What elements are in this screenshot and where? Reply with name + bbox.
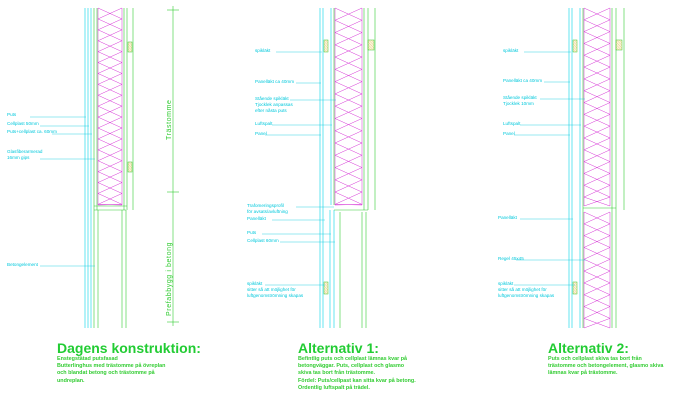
s1-label-glasfiber: Glasfiberarmerad [7, 149, 43, 154]
s2-label-panellakt: Panelläkt ca 40mm [255, 79, 295, 84]
s3-label-panellakt: Panelläkt ca 40mm [503, 78, 543, 83]
s3-label-tjocklek: Tjocklek 10mm [503, 101, 534, 106]
s2-label-cellplast: Cellplast 60mm [247, 238, 279, 243]
s2-label-avsats: för avsats/avluftning [247, 209, 288, 214]
s1-batten-mid-hatch [127, 161, 133, 173]
s1-batten-top-hatch [127, 41, 133, 53]
s1-caption-text: Enstegstätad putsfasad Butterlinghus med… [57, 356, 166, 384]
s2-label-sitter: sitter så att möjlighet för [247, 287, 296, 292]
s2-batten-top [323, 39, 329, 53]
s2-insulation [334, 7, 363, 206]
s2-label-tjocklek: Tjocklek anpassas [255, 102, 293, 107]
s3-label-staende: Stående spikläkt [503, 95, 537, 100]
s2-label-efter: efter nåsta puts [255, 108, 287, 113]
s3-caption-text: Puts och cellplast skiva tas bort från t… [548, 356, 664, 377]
s3-insulation-upper [583, 7, 611, 207]
s1-label-gips: 16mm gips [7, 155, 30, 160]
s2-batten-top-hatch [323, 39, 329, 53]
s2-label-trafo: Trafomeringsprofil [247, 203, 284, 208]
s3-batten-top [572, 39, 578, 53]
s3-label-luftgenom: luftgenomströmning skapas [498, 293, 555, 298]
s3-label-spiklakt-bottom: spikläkt [498, 281, 514, 286]
s2-label-staende: Stående spikläkt [255, 96, 289, 101]
s2-caption-text: Befintlig puts och cellplast lämnas kvar… [298, 356, 416, 391]
s3-label-spiklakt-top: spikläkt [503, 48, 519, 53]
s3-label-luftspalt: Luftspalt [503, 121, 521, 126]
s3-batten-bottom-hatch [572, 281, 578, 295]
s1-label-puts: Puts [7, 112, 17, 117]
s1-label-betongelement: Betongelement [7, 262, 38, 267]
s3-insulation-lower [583, 211, 611, 329]
s1-label-puts-cellplast: Puts+cellplast ca. 60mm [7, 129, 57, 134]
label-trastomme: Trästomme [166, 99, 173, 140]
s2-inner-batten-hatch [367, 39, 375, 51]
s1-caption-title: Dagens konstruktion: [57, 340, 201, 356]
s2-label-luftgenom: luftgenomströmning skapas [247, 293, 304, 298]
s3-label-panellakt2: Panelläkt [498, 215, 517, 220]
s1-insulation [97, 7, 123, 206]
s2-label-puts: Puts [247, 230, 257, 235]
s2-batten-bottom [323, 281, 329, 295]
s1-batten-top [127, 41, 133, 53]
s1-label-cellplast: Cellplast 50mm [7, 121, 39, 126]
s2-batten-bottom-hatch [323, 281, 329, 295]
s3-batten-bottom [572, 281, 578, 295]
label-prefabbygg: Prefabbygg i betong [166, 241, 173, 316]
s3-caption-title: Alternativ 2: [548, 340, 629, 356]
s2-label-spiklakt-top: spikläkt [255, 48, 271, 53]
s2-caption-title: Alternativ 1: [298, 340, 379, 356]
s2-label-panellakt2: Panelläkt [247, 216, 266, 221]
s2-label-panel: Panel [255, 131, 267, 136]
s3-label-panel: Panel [503, 131, 515, 136]
s3-inner-batten-hatch [615, 39, 623, 51]
s2-label-luftspalt: Luftspalt [255, 121, 273, 126]
s3-label-regel: Regel 45x45 [498, 256, 524, 261]
s2-label-spiklakt-bottom: spikläkt [247, 281, 263, 286]
s3-batten-top-hatch [572, 39, 578, 53]
s1-batten-mid [127, 161, 133, 173]
s3-label-sitter: sitter så att möjlighet för [498, 287, 547, 292]
